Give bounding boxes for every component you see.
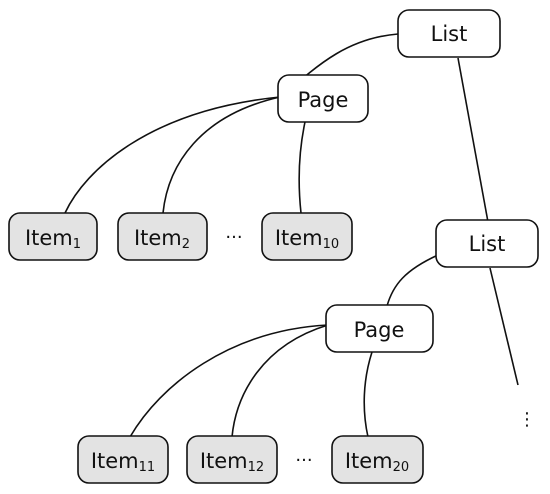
item-node-10: Item10 [261,212,353,261]
item-node-20: Item20 [331,435,424,484]
item-node-12-label: Item [200,449,248,473]
edge-page-bottom-to-item20 [363,351,373,438]
page-node-bottom: Page [325,304,434,353]
svg-text:Item10: Item10 [275,226,339,252]
list-continuation-ellipsis: ⋮ [518,409,536,430]
item-node-12-subscript: 12 [248,460,265,475]
svg-text:Item2: Item2 [134,226,190,252]
svg-text:Item11: Item11 [91,449,155,475]
edge-page-bottom-to-item12 [231,324,329,438]
item-node-11-subscript: 11 [139,460,156,475]
item-node-12: Item12 [186,435,278,484]
list-node-middle-label: List [469,232,506,256]
list-node-top: List [397,9,501,58]
item-node-20-label: Item [345,449,393,473]
item-node-10-label: Item [275,226,323,250]
page-node-top-label: Page [298,88,349,112]
edge-page-top-to-item10 [298,121,306,214]
item-node-11-label: Item [91,449,139,473]
page-node-top: Page [277,74,369,123]
item-node-11: Item11 [77,435,169,484]
item-node-2-subscript: 2 [182,237,190,252]
item-node-10-subscript: 10 [323,237,340,252]
item-node-1-label: Item [25,226,73,250]
edge-page-top-to-item2 [162,96,281,214]
edge-list-mid-to-continuation [489,267,519,386]
item-node-2: Item2 [117,212,208,261]
item-node-20-subscript: 20 [393,460,410,475]
items-ellipsis-top: ··· [225,227,242,248]
items-ellipsis-bottom: ··· [295,450,312,471]
item-node-2-label: Item [134,226,182,250]
list-node-middle: List [435,219,539,268]
edge-list-top-to-list-mid [457,57,489,223]
item-node-1-subscript: 1 [73,237,81,252]
svg-text:Item12: Item12 [200,449,264,475]
edge-page-top-to-item1 [64,96,281,214]
item-node-1: Item1 [8,212,98,261]
page-node-bottom-label: Page [354,318,405,342]
svg-text:Item20: Item20 [345,449,409,475]
edge-list-mid-to-page-bottom [386,254,439,307]
edge-page-bottom-to-item11 [129,324,329,438]
list-node-top-label: List [431,22,468,46]
svg-text:Item1: Item1 [25,226,81,252]
